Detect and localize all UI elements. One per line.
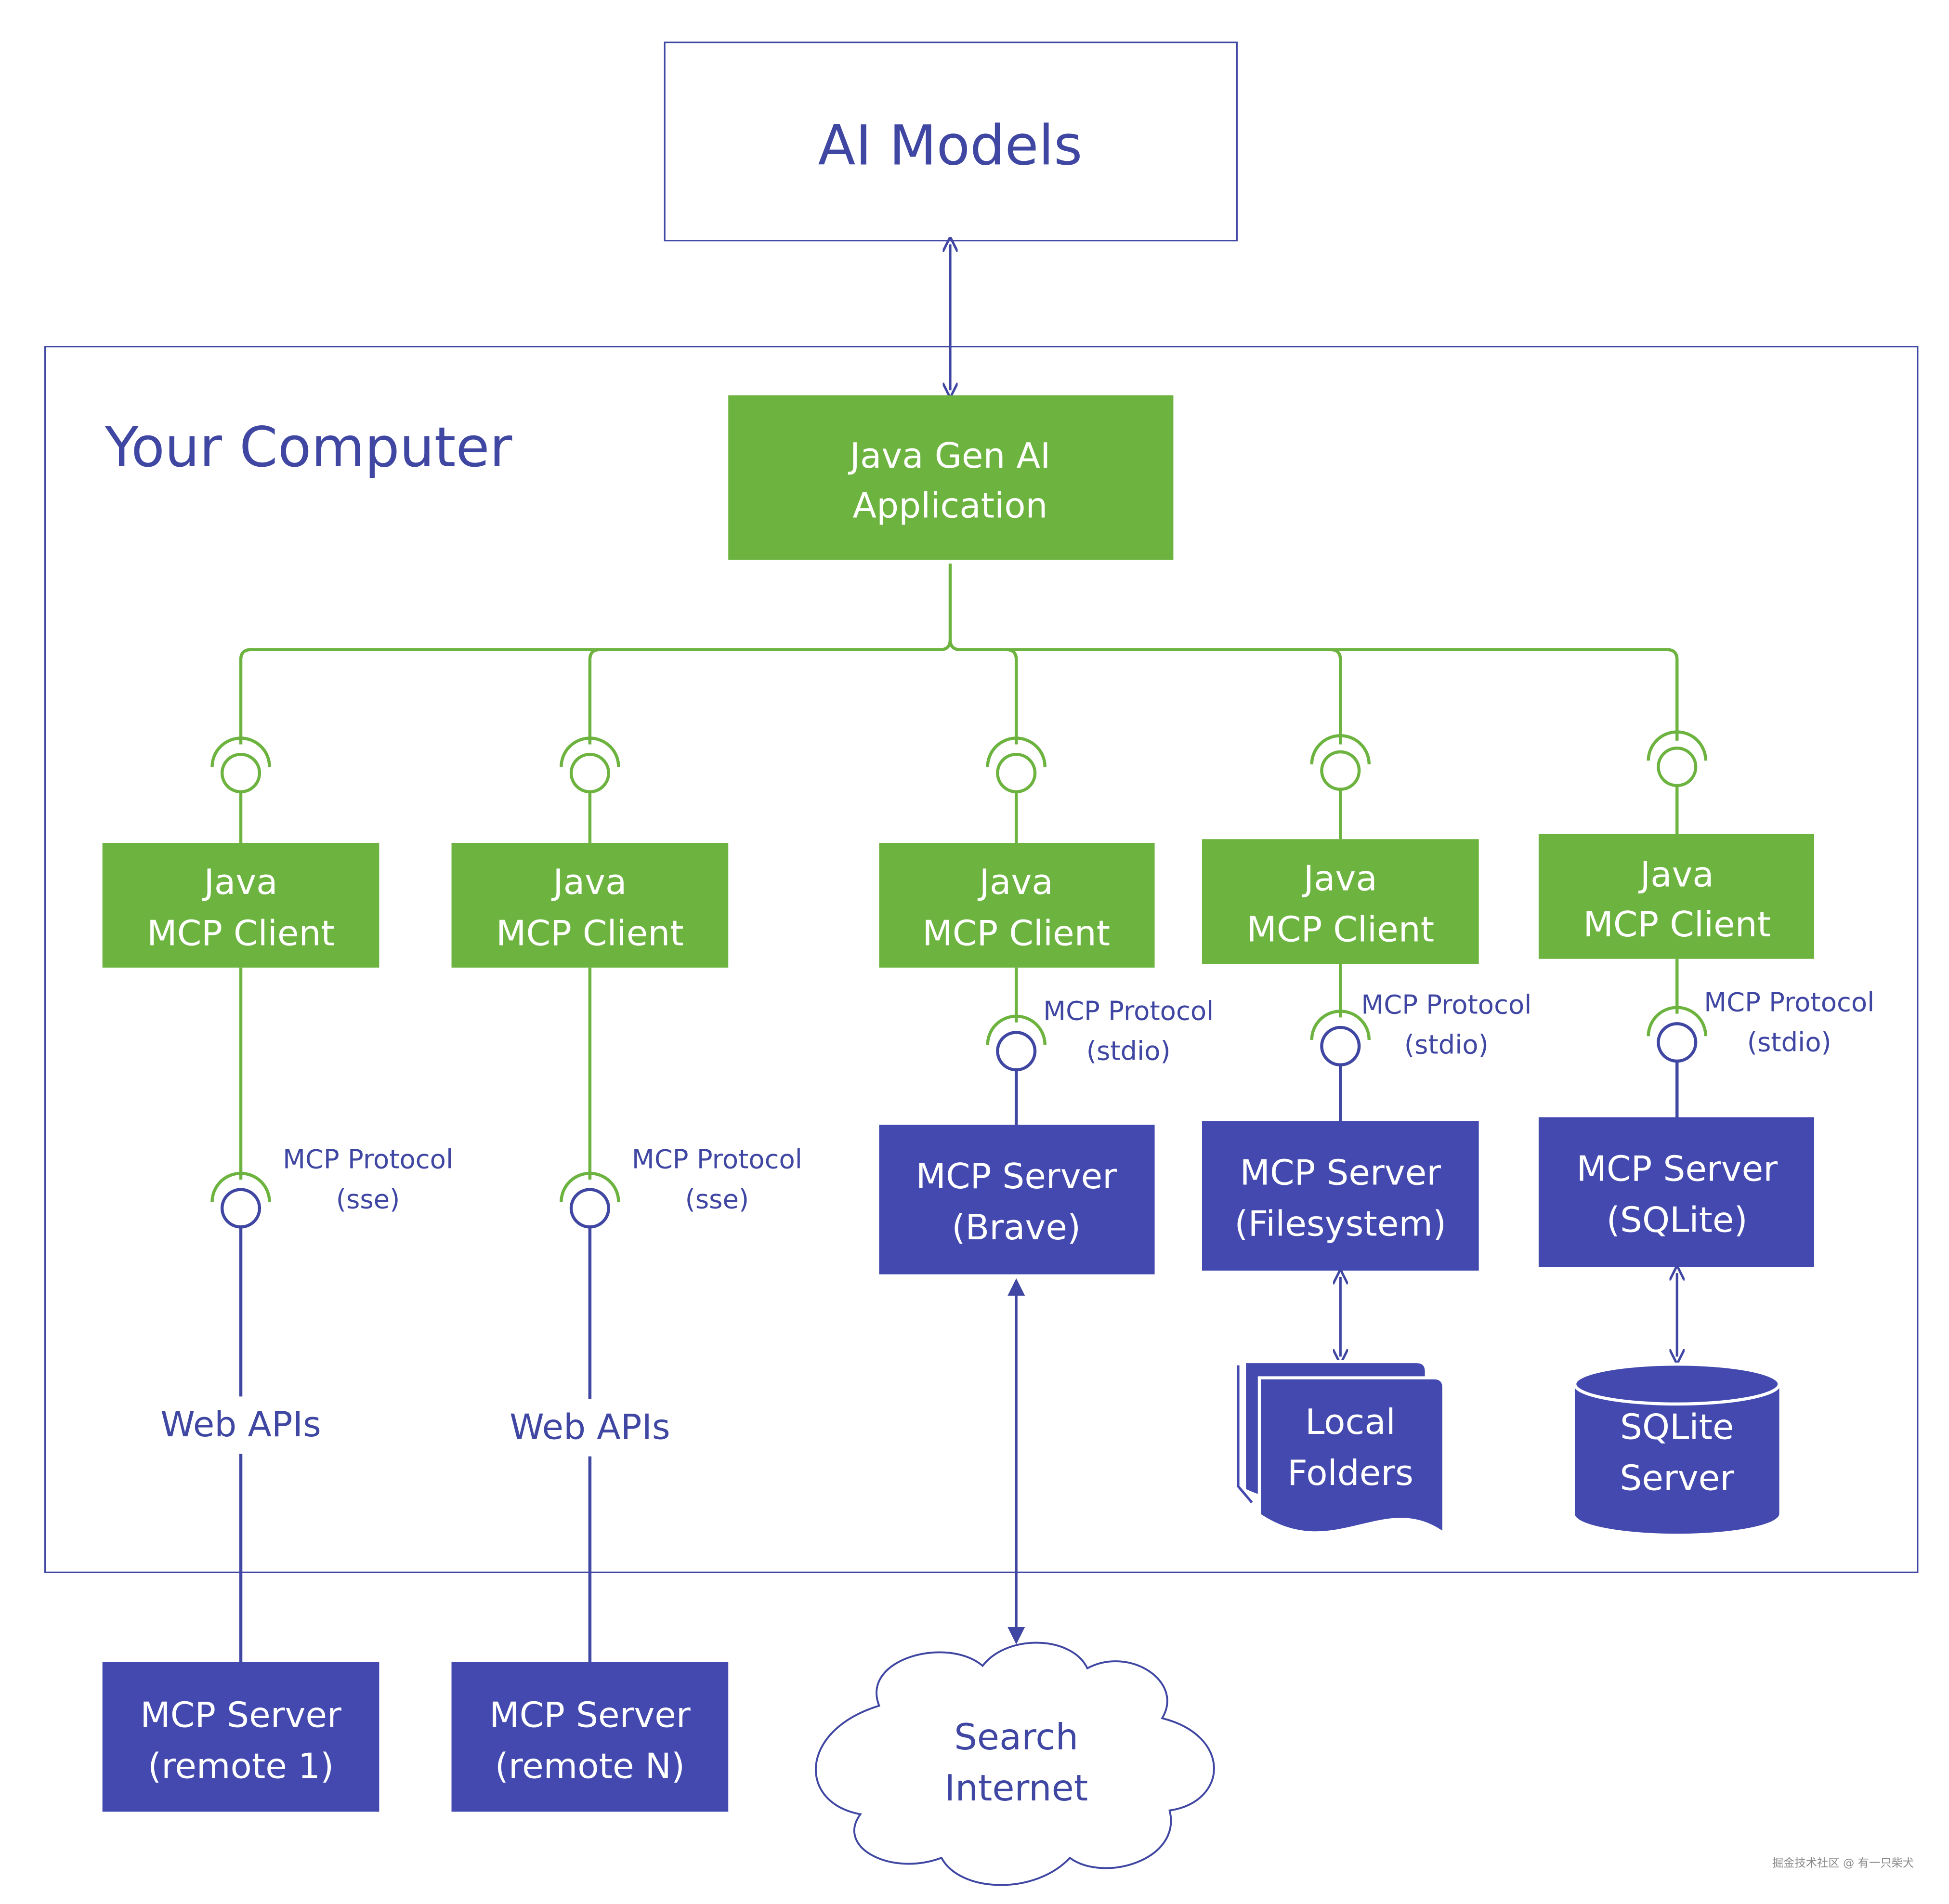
client-sockets	[210, 730, 1708, 843]
app-client-connectors	[239, 564, 1679, 745]
search-internet-cloud: Search Internet	[815, 1641, 1215, 1886]
socket-client-3	[986, 736, 1046, 843]
server-filesystem-line2: (Filesystem)	[1234, 1204, 1446, 1244]
server-filesystem-line1: MCP Server	[1240, 1153, 1441, 1193]
client-2-line1: Java	[551, 862, 627, 903]
mcp-server-brave: MCP Server (Brave)	[879, 1125, 1155, 1274]
local-folders: Local Folders	[1237, 1360, 1446, 1537]
web-apis-label-2: Web APIs	[510, 1407, 670, 1447]
protocol-labels: MCP Protocol (sse) MCP Protocol (sse) MC…	[283, 987, 1874, 1214]
your-computer-boundary: Your Computer	[44, 346, 1919, 1573]
protocol-2-line2: (sse)	[685, 1184, 749, 1214]
socket-client-5	[1647, 730, 1708, 834]
remote-n-line1: MCP Server	[489, 1695, 691, 1735]
protocol-2-line1: MCP Protocol	[632, 1144, 802, 1175]
protocol-4-line2: (stdio)	[1404, 1029, 1489, 1060]
mcp-server-remote-n: MCP Server (remote N)	[451, 1662, 729, 1812]
client-3-line2: MCP Client	[922, 913, 1110, 954]
app-title-line2: Application	[853, 486, 1048, 526]
mcp-server-sqlite: MCP Server (SQLite)	[1538, 1117, 1815, 1267]
protocol-1-line2: (sse)	[336, 1184, 400, 1214]
client-1-line2: MCP Client	[147, 913, 335, 954]
ai-models-label: AI Models	[818, 114, 1083, 178]
client-1-line1: Java	[202, 862, 277, 903]
sse-connectors	[210, 967, 620, 1662]
server-brave-line2: (Brave)	[952, 1208, 1081, 1248]
client-4-line1: Java	[1302, 858, 1377, 899]
java-gen-ai-application: Java Gen AI Application	[728, 395, 1174, 560]
web-apis-label-1: Web APIs	[160, 1405, 321, 1445]
protocol-4-line1: MCP Protocol	[1361, 990, 1531, 1020]
watermark: 掘金技术社区 @ 有一只柴犬	[1772, 1856, 1914, 1869]
protocol-1-line1: MCP Protocol	[283, 1144, 453, 1175]
sqlite-database-cylinder: SQLite Server	[1573, 1362, 1781, 1534]
remote-1-line2: (remote 1)	[148, 1746, 334, 1787]
protocol-3-line1: MCP Protocol	[1043, 996, 1214, 1026]
client-2-line2: MCP Client	[496, 913, 684, 954]
client-3-line1: Java	[978, 862, 1053, 903]
server-sqlite-line2: (SQLite)	[1607, 1200, 1748, 1241]
mcp-server-filesystem: MCP Server (Filesystem)	[1202, 1121, 1479, 1271]
client-5-line1: Java	[1638, 855, 1714, 895]
ai-models-box: AI Models	[664, 41, 1238, 242]
protocol-5-line1: MCP Protocol	[1704, 987, 1874, 1017]
java-mcp-client-2: Java MCP Client	[451, 842, 729, 968]
socket-client-4	[1310, 734, 1371, 840]
socket-client-1	[210, 736, 271, 843]
your-computer-label: Your Computer	[105, 415, 512, 479]
sqlite-db-line1: SQLite	[1620, 1407, 1734, 1447]
sqlite-db-line2: Server	[1620, 1458, 1734, 1499]
server-sqlite-line1: MCP Server	[1576, 1149, 1778, 1190]
server-brave-line1: MCP Server	[916, 1156, 1117, 1197]
protocol-3-line2: (stdio)	[1086, 1036, 1171, 1066]
java-mcp-client-3: Java MCP Client	[879, 842, 1155, 968]
remote-n-line2: (remote N)	[495, 1746, 685, 1787]
internet-line2: Internet	[944, 1767, 1088, 1809]
internet-line1: Search	[954, 1716, 1078, 1758]
mcp-server-remote-1: MCP Server (remote 1)	[102, 1662, 379, 1812]
app-title-line1: Java Gen AI	[848, 436, 1051, 476]
stdio-connectors	[986, 959, 1708, 1125]
remote-1-line1: MCP Server	[140, 1695, 341, 1735]
java-mcp-client-1: Java MCP Client	[102, 842, 379, 968]
local-folders-line1: Local	[1305, 1402, 1396, 1443]
protocol-5-line2: (stdio)	[1747, 1027, 1831, 1057]
java-mcp-client-4: Java MCP Client	[1202, 839, 1479, 964]
client-4-line2: MCP Client	[1246, 909, 1434, 950]
java-mcp-client-5: Java MCP Client	[1538, 834, 1815, 959]
socket-client-2	[560, 736, 620, 843]
client-5-line2: MCP Client	[1583, 905, 1771, 945]
local-folders-line2: Folders	[1287, 1453, 1413, 1494]
